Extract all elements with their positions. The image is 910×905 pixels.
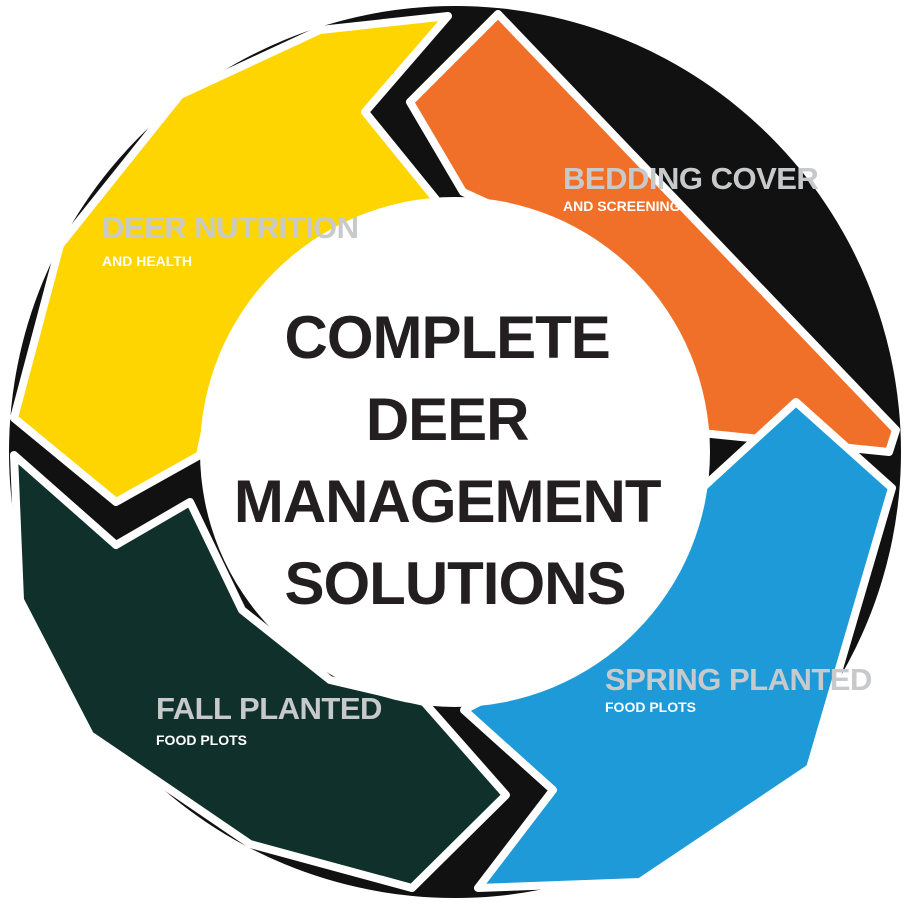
spring-planted-label: SPRING PLANTED	[605, 662, 872, 697]
bedding-cover-sublabel: AND SCREENING	[563, 198, 681, 214]
cycle-segments	[10, 10, 900, 892]
center-title-line-2: DEER	[366, 386, 529, 453]
center-title-line-3: MANAGEMENT	[234, 468, 661, 535]
fall-planted-sublabel: FOOD PLOTS	[156, 732, 247, 748]
deer-nutrition-label: DEER NUTRITION	[102, 210, 359, 245]
center-title: COMPLETE DEER MANAGEMENT SOLUTIONS	[234, 304, 676, 617]
center-title-line-1: COMPLETE	[284, 304, 609, 371]
fall-planted-label: FALL PLANTED	[156, 691, 382, 726]
center-disc	[200, 197, 710, 707]
deer-nutrition-sublabel: AND HEALTH	[102, 253, 192, 269]
fall-planted-label-group: FALL PLANTED FOOD PLOTS	[156, 691, 383, 748]
bedding-cover-label: BEDDING COVER	[563, 161, 818, 196]
center-title-line-4: SOLUTIONS	[284, 550, 625, 617]
bedding-cover-label-group: BEDDING COVER AND SCREENING	[563, 161, 819, 214]
spring-planted-label-group: SPRING PLANTED FOOD PLOTS	[605, 662, 872, 715]
spring-planted-sublabel: FOOD PLOTS	[605, 699, 696, 715]
fall-planted-segment	[10, 451, 510, 892]
deer-nutrition-label-group: DEER NUTRITION AND HEALTH	[102, 210, 359, 269]
